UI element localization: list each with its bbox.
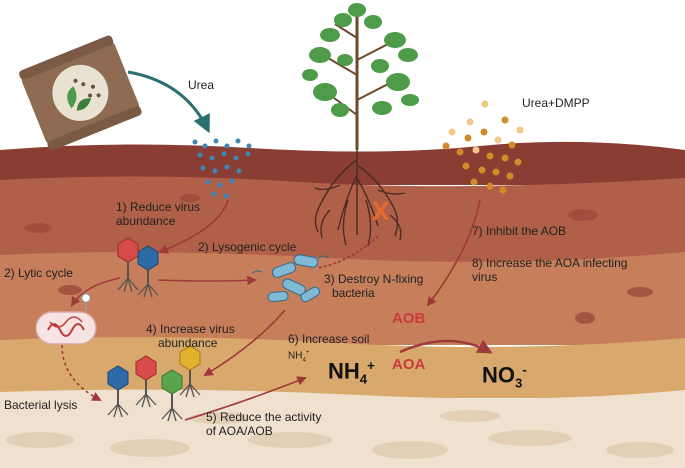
step6-nh-text: NH: [288, 350, 303, 362]
blocked-x-mark: X: [372, 196, 390, 226]
nitrate-base: NO: [482, 362, 515, 388]
step4-label-line2: abundance: [158, 336, 218, 350]
arrow-inhibit-aob: [426, 199, 481, 307]
virus-blue-icon: [137, 245, 159, 298]
upper-soil-layer: [0, 176, 685, 262]
lysed-bacterium-icon: [35, 293, 97, 345]
arrow-reduce-virus: [158, 199, 229, 254]
nitrate-sup: -: [522, 362, 527, 377]
middle-soil-layer: [0, 252, 685, 345]
topsoil-layer: [0, 141, 685, 185]
arrow-reduce-activity: [184, 376, 307, 421]
arrow-lysogenic: [157, 275, 257, 286]
arrow-nitrification: [399, 339, 493, 354]
arrow-lysis-dashed: [61, 344, 102, 401]
plant-roots: [314, 150, 406, 247]
step3-label-line1: 3) Destroy N-fixing: [324, 272, 424, 286]
virus-yellow-icon: [179, 345, 201, 398]
step6-nh-sup: +: [305, 350, 310, 356]
step2-lysogenic-label: 2) Lysogenic cycle: [198, 240, 297, 254]
fertilizer-bag-icon: [19, 35, 142, 151]
bacteria-cluster: [251, 254, 329, 303]
plant-icon: [302, 3, 419, 150]
nitrate-label: NO3-: [482, 362, 527, 391]
step1-label-line2: abundance: [116, 214, 176, 228]
ammonium-base: NH: [328, 358, 360, 384]
bedrock-stones: [6, 410, 674, 459]
virus-green-icon: [161, 369, 183, 422]
arrow-increase-virus: [203, 309, 286, 376]
urea-granules: [192, 138, 252, 199]
step1-label-line1: 1) Reduce virus: [116, 200, 201, 214]
urea-dmpp-granules: [442, 100, 524, 194]
virus-red-lower-icon: [135, 355, 157, 408]
step6-label-line1: 6) Increase soil: [288, 332, 370, 346]
urea-label: Urea: [188, 78, 215, 92]
urea-application-arrow: [127, 70, 210, 134]
arrow-root-bacteria: [317, 235, 379, 269]
bedrock-layer: [0, 389, 685, 468]
arrow-lytic-cycle: [70, 277, 121, 307]
nitrate-sub: 3: [515, 375, 523, 391]
bacterial-lysis-label: Bacterial lysis: [4, 398, 78, 412]
aob-label: AOB: [392, 310, 426, 327]
step5-label-line2: of AOA/AOB: [206, 424, 273, 438]
step2-lytic-label: 2) Lytic cycle: [4, 266, 73, 280]
step6-nh-sub: 4: [302, 357, 306, 364]
soil-stones: [24, 194, 653, 324]
step5-label-line1: 5) Reduce the activity: [206, 410, 322, 424]
step8-label-line1: 8) Increase the AOA infecting: [472, 256, 628, 270]
aoa-label: AOA: [392, 356, 426, 373]
step8-label-line2: virus: [472, 270, 498, 284]
ammonium-label: NH4+: [328, 358, 375, 387]
process-arrows: [61, 199, 481, 421]
step6-label-line2: NH4+: [288, 346, 309, 367]
virus-blue-lower-icon: [107, 365, 129, 418]
urea-dmpp-label: Urea+DMPP: [522, 96, 590, 110]
step4-label-line1: 4) Increase virus: [146, 322, 235, 336]
ammonium-sup: +: [367, 358, 375, 373]
step7-label: 7) Inhibit the AOB: [472, 224, 567, 238]
step3-label-line2: bacteria: [332, 286, 375, 300]
ammonium-sub: 4: [359, 371, 368, 387]
